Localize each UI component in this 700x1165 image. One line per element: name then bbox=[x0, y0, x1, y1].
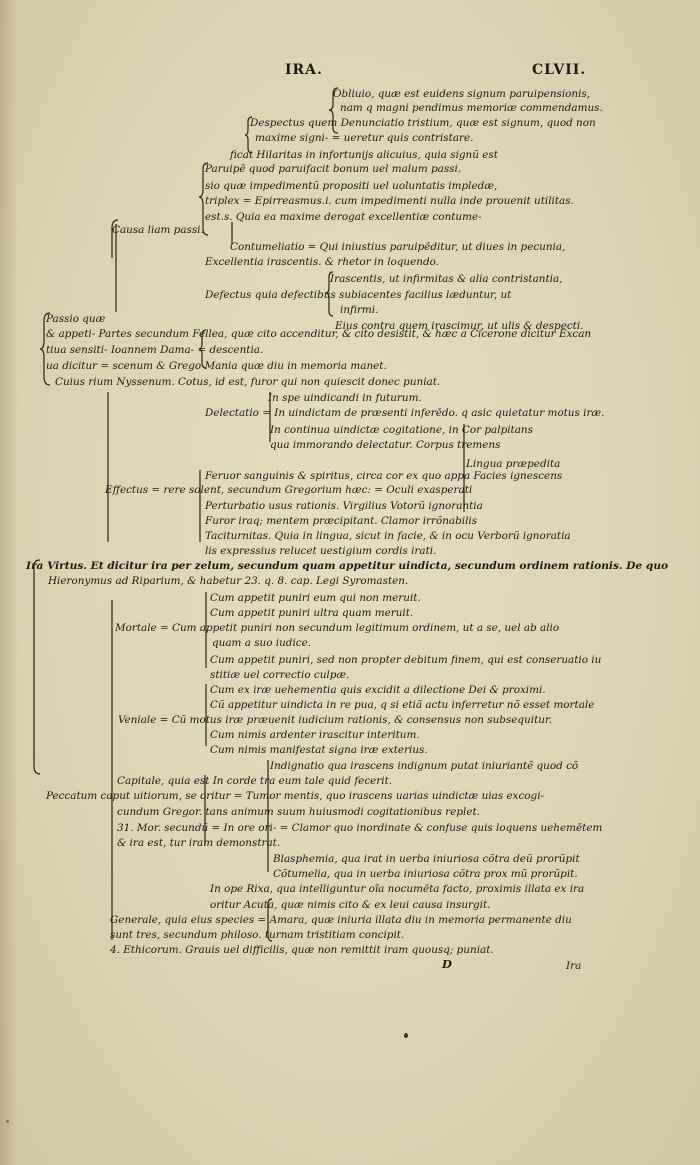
text-line: Causa liam passi. bbox=[112, 224, 204, 236]
text-line: Generale, quia eius species = Amara, quæ… bbox=[110, 914, 572, 926]
text-line: Cum appetit puniri ultra quam meruit. bbox=[210, 607, 414, 619]
text-line: Cũ appetitur uindicta in re pua, q si et… bbox=[210, 699, 595, 711]
text-line: Lingua præpedita bbox=[466, 458, 561, 470]
text-line: Paruipē quod paruifacit bonum uel malum … bbox=[205, 163, 462, 175]
brace-generale bbox=[267, 898, 273, 942]
text-line: triplex = Epirreasmus.i. cum impedimenti… bbox=[205, 195, 574, 207]
text-line: Cuius rium Nyssenum. Cotus, id est, furo… bbox=[55, 376, 441, 388]
text-line: Passio quæ bbox=[46, 313, 106, 325]
ink-speck bbox=[6, 1120, 9, 1123]
brace-passio bbox=[39, 312, 51, 386]
text-line: Blasphemia, qua irat in uerba iniuriosa … bbox=[273, 853, 580, 865]
text-line: nam q magni pendimus memoriæ commendamus… bbox=[340, 102, 603, 114]
text-line: Cum nimis manifestat signa iræ exterius. bbox=[210, 744, 428, 756]
text-line: ficat Hilaritas in infortunijs alicuius,… bbox=[230, 149, 498, 161]
text-line: maxime signi- = ueretur quis contristare… bbox=[255, 132, 474, 144]
text-line: Defectus quia defectibus subiacentes fac… bbox=[205, 289, 512, 301]
text-line: In continua uindictæ cogitatione, in Cor… bbox=[270, 424, 533, 436]
text-line: ua dicitur = scenum & Grego Mania quæ di… bbox=[46, 360, 387, 372]
text-line: Cum ex iræ uehementia quis excidit a dil… bbox=[210, 684, 546, 696]
text-line: sio quæ impedimentũ propositi uel uolunt… bbox=[205, 180, 498, 192]
text-line: Irascentis, ut infirmitas & alia contris… bbox=[330, 273, 563, 285]
text-line: Indignatio qua irascens indignum putat i… bbox=[270, 760, 579, 772]
text-line: cundum Gregor. tans animum suum huiusmod… bbox=[117, 806, 480, 818]
ink-speck bbox=[404, 1033, 408, 1038]
text-line: oritur Acuta, quæ nimis cito & ex leui c… bbox=[210, 899, 491, 911]
text-line: qua immorando delectatur. Corpus tremens bbox=[270, 439, 501, 451]
text-line: est.s. Quia ea maxime derogat excellenti… bbox=[205, 211, 482, 223]
brace-paruipensio bbox=[198, 162, 209, 236]
text-line: 31. Mor. secundũ = In ore ori- = Clamor … bbox=[117, 822, 603, 834]
text-line: Excellentia irascentis. & rhetor in loqu… bbox=[205, 256, 439, 268]
brace-obliuio bbox=[328, 87, 339, 134]
text-line: stitiæ uel correctio culpæ. bbox=[210, 669, 350, 681]
brace-despectus bbox=[244, 116, 253, 154]
running-head-title: IRA. bbox=[285, 62, 323, 78]
text-line: In ope Rixa, qua intelliguntur oĩa nocum… bbox=[210, 883, 585, 895]
catchword: Ira bbox=[566, 960, 582, 972]
brace-causa-left bbox=[111, 219, 119, 258]
text-line: infirmi. bbox=[340, 304, 379, 316]
text-line: lis expressius relucet uestigium cordis … bbox=[205, 545, 437, 557]
text-line: & appeti- Partes secundum Fellea, quæ ci… bbox=[46, 328, 592, 340]
text-line: Peccatum caput uitiorum, se oritur = Tum… bbox=[46, 790, 545, 802]
text-line: Eius contra quem irascimur, ut ulis & de… bbox=[335, 320, 584, 332]
text-line: Contumeliatio = Qui iniustius paruipēdit… bbox=[230, 241, 566, 253]
text-line: Taciturnitas. Quia in lingua, sicut in f… bbox=[205, 530, 571, 542]
text-line: Despectus quem Denunciatio tristium, quæ… bbox=[250, 117, 596, 129]
text-line: Capitale, quia est In corde tra eum tale… bbox=[117, 775, 393, 787]
text-line: Obliuio, quæ est euidens signum paruipen… bbox=[333, 88, 591, 100]
text-line: & ira est, tur iram demonstrat. bbox=[117, 837, 281, 849]
text-line: Effectus = rere solent, secundum Gregori… bbox=[105, 484, 473, 496]
text-line: Furor iraq; mentem præcipitant. Clamor i… bbox=[205, 515, 478, 527]
text-line: Delectatio = In uindictam de præsenti in… bbox=[205, 407, 605, 419]
text-line: In spe uindicandi in futurum. bbox=[268, 392, 422, 404]
text-line: Hieronymus ad Riparium, & habetur 23. q.… bbox=[48, 575, 409, 587]
page-edge-shadow bbox=[0, 0, 18, 1165]
text-line: Ira Virtus. Et dicitur ira per zelum, se… bbox=[26, 560, 669, 572]
brace-defectus bbox=[325, 271, 334, 317]
text-line: sunt tres, secundum philoso. turnam tris… bbox=[110, 929, 405, 941]
text-line: Cõtumelia, qua in uerba iniuriosa cõtra … bbox=[273, 868, 578, 880]
text-line: Cum nimis ardenter irascitur interitum. bbox=[210, 729, 420, 741]
text-line: Veniale = Cũ motus iræ præuenit iudicium… bbox=[118, 714, 553, 726]
text-line: quam a suo iudice. bbox=[212, 637, 312, 649]
text-line: Cum appetit puniri eum qui non meruit. bbox=[210, 592, 421, 604]
signature-mark: D bbox=[442, 957, 452, 971]
text-line: Mortale = Cum appetit puniri non secundu… bbox=[115, 622, 560, 634]
brace-partes bbox=[198, 329, 207, 369]
text-line: 4. Ethicorum. Grauis uel difficilis, quæ… bbox=[110, 944, 494, 956]
folio-number: CLVII. bbox=[532, 62, 587, 78]
text-line: tiua sensiti- Ioannem Dama- = descentia. bbox=[46, 344, 264, 356]
text-line: Cum appetit puniri, sed non propter debi… bbox=[210, 654, 602, 666]
text-line: Feruor sanguinis & spiritus, circa cor e… bbox=[205, 470, 563, 482]
text-line: Perturbatio usus rationis. Virgilius Vot… bbox=[205, 500, 483, 512]
brace-ira-main bbox=[33, 559, 41, 775]
